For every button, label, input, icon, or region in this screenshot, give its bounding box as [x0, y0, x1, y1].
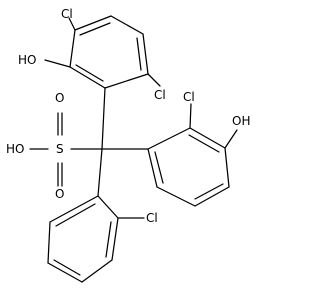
chlorine-label: Cl — [183, 90, 195, 104]
ring-a-bonds — [69, 15, 149, 89]
sulfur-label: S — [56, 142, 64, 156]
sulfonic-hydroxyl-label: HO — [6, 142, 24, 156]
ring-a-substituent-bonds — [44, 17, 161, 150]
oxygen-label: O — [55, 91, 64, 105]
ring-c-bonds — [47, 148, 119, 283]
chlorine-label: Cl — [61, 7, 73, 21]
hydroxyl-label: OH — [232, 114, 250, 128]
hydroxyl-label: HO — [18, 53, 36, 67]
oxygen-label: O — [55, 187, 64, 201]
ring-b-bonds — [101, 127, 230, 207]
sulfonic-bonds — [29, 112, 103, 187]
chlorine-label: Cl — [154, 88, 166, 102]
structure-drawing: Cl HO Cl Cl OH O HO S O Cl — [6, 7, 250, 283]
ring-b-substituent-bonds — [189, 103, 238, 149]
chlorine-label: Cl — [146, 211, 158, 225]
